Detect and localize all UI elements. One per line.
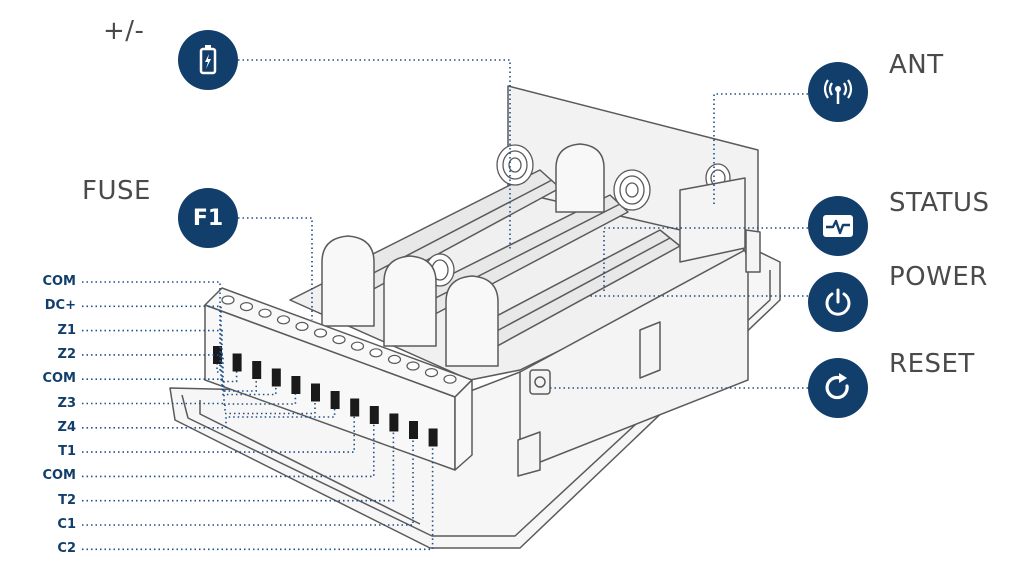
terminal-slot (389, 413, 399, 432)
terminal-leader (82, 401, 316, 415)
screw-hole (332, 335, 346, 345)
terminal-slot (252, 361, 262, 379)
terminal-label: Z2 (57, 346, 76, 362)
screw-hole (350, 341, 365, 351)
screw-hole (258, 308, 272, 318)
antenna-icon (808, 62, 868, 122)
terminal-label: Z1 (57, 322, 76, 338)
fuse-icon-text: F1 (192, 205, 224, 231)
terminal-slot (232, 353, 242, 372)
screw-hole (239, 302, 254, 312)
status-icon (808, 196, 868, 256)
terminal-leader-lines (82, 281, 434, 551)
terminal-slot (271, 368, 281, 387)
terminal-leader (82, 416, 356, 453)
callout-leader-lines (238, 59, 808, 389)
battery-springs (425, 144, 731, 287)
power-icon (808, 272, 868, 332)
battery-label: +/- (103, 16, 145, 46)
terminal-slot (369, 406, 379, 424)
status-leader (603, 227, 808, 292)
power-label: POWER (889, 262, 988, 292)
terminal-leader (82, 281, 221, 373)
battery-holder-tabs (321, 143, 605, 367)
terminal-leader (82, 439, 414, 526)
terminal-leader (82, 378, 297, 405)
terminal-slots (213, 346, 438, 447)
fuse-label: FUSE (82, 176, 151, 206)
terminal-label: Z3 (57, 395, 76, 411)
terminal-leader (82, 354, 277, 396)
antenna-label: ANT (889, 50, 944, 80)
terminal-leader (82, 446, 434, 551)
terminal-slot (350, 398, 360, 417)
terminal-label: DC+ (44, 298, 76, 314)
screw-hole (221, 295, 235, 305)
fuse-icon: F1 (178, 188, 238, 248)
screw-hole (406, 361, 420, 371)
screw-hole (443, 374, 457, 384)
terminal-label: C2 (57, 541, 76, 557)
battery-icon (178, 30, 238, 90)
terminal-label: T2 (58, 492, 76, 508)
terminal-label: C1 (57, 517, 76, 532)
screw-hole (369, 348, 383, 358)
terminal-leader (82, 329, 258, 392)
terminal-slot (330, 391, 340, 409)
terminal-leader (82, 431, 395, 502)
antenna-leader (713, 93, 808, 205)
side-board (517, 177, 761, 477)
screw-hole (276, 315, 291, 325)
battery-leader (238, 59, 511, 250)
screw-hole (387, 354, 402, 364)
terminal-leader (82, 409, 336, 429)
terminal-slot (311, 383, 320, 402)
terminal-label: T1 (58, 444, 76, 460)
screw-hole (424, 368, 439, 378)
terminal-label: Z4 (57, 419, 76, 435)
screw-hole (313, 328, 328, 338)
terminal-label: COM (42, 468, 76, 484)
terminal-slot (428, 428, 438, 447)
terminal-screw-holes (221, 295, 457, 384)
terminal-label: COM (42, 371, 76, 387)
status-label: STATUS (889, 188, 990, 218)
screw-hole (295, 321, 309, 331)
terminal-slot (409, 421, 418, 439)
reset-icon (808, 358, 868, 418)
terminal-slot (291, 376, 301, 394)
terminal-label: COM (42, 274, 76, 289)
reset-label: RESET (889, 349, 975, 379)
